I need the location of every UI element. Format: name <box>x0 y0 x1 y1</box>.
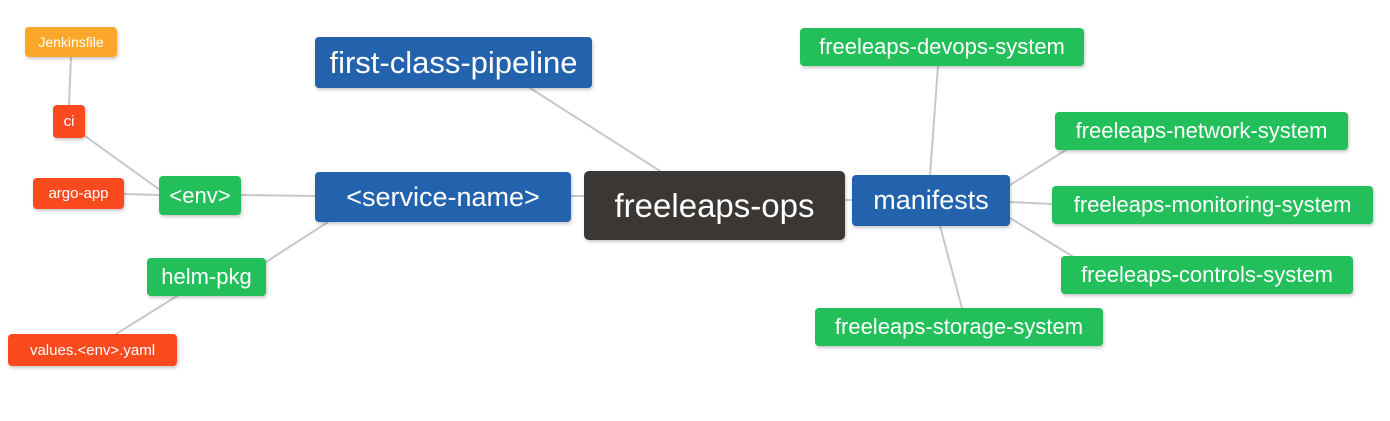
edge-manifests-to-freeleaps-devops-system <box>929 65 939 176</box>
node-freeleaps-ops[interactable]: freeleaps-ops <box>584 171 845 240</box>
node-manifests[interactable]: manifests <box>852 175 1010 226</box>
edge-manifests-to-freeleaps-storage-system <box>939 225 963 309</box>
node-label: freeleaps-monitoring-system <box>1073 192 1352 217</box>
node-label: freeleaps-ops <box>614 187 815 224</box>
node-label: freeleaps-devops-system <box>819 34 1065 59</box>
node-label: freeleaps-network-system <box>1075 118 1328 143</box>
node-label: argo-app <box>48 185 109 202</box>
node-label: ci <box>63 113 75 130</box>
node-label: Jenkinsfile <box>38 34 104 50</box>
node-env[interactable]: <env> <box>159 176 241 215</box>
node-label: <env> <box>169 182 231 208</box>
node-label: <service-name> <box>346 181 540 212</box>
node-service-name[interactable]: <service-name> <box>315 172 571 222</box>
node-label: freeleaps-storage-system <box>834 314 1084 339</box>
node-label: manifests <box>873 185 989 215</box>
edge-manifests-to-freeleaps-network-system <box>1009 149 1067 186</box>
edge-jenkinsfile-to-ci <box>68 56 72 106</box>
node-label: helm-pkg <box>161 264 252 289</box>
edge-argo-app-to-env <box>123 193 160 196</box>
edge-helm-pkg-to-service-name <box>265 221 329 263</box>
edge-env-to-service-name <box>240 194 316 197</box>
node-ci[interactable]: ci <box>53 105 85 138</box>
node-label: values.<env>.yaml <box>29 341 156 359</box>
node-freeleaps-network-system[interactable]: freeleaps-network-system <box>1055 112 1348 150</box>
node-label: first-class-pipeline <box>329 45 578 80</box>
node-values-yaml[interactable]: values.<env>.yaml <box>8 334 177 366</box>
node-first-class-pipeline[interactable]: first-class-pipeline <box>315 37 592 88</box>
node-freeleaps-storage-system[interactable]: freeleaps-storage-system <box>815 308 1103 346</box>
edge-manifests-to-freeleaps-monitoring-system <box>1009 201 1053 205</box>
node-freeleaps-controls-system[interactable]: freeleaps-controls-system <box>1061 256 1353 294</box>
node-jenkinsfile[interactable]: Jenkinsfile <box>25 27 117 57</box>
node-freeleaps-devops-system[interactable]: freeleaps-devops-system <box>800 28 1084 66</box>
node-argo-app[interactable]: argo-app <box>33 178 124 209</box>
node-freeleaps-monitoring-system[interactable]: freeleaps-monitoring-system <box>1052 186 1373 224</box>
edge-values-yaml-to-helm-pkg <box>115 295 178 335</box>
node-label: freeleaps-controls-system <box>1081 262 1333 287</box>
node-helm-pkg[interactable]: helm-pkg <box>147 258 266 296</box>
edge-first-class-pipeline-to-freeleaps-ops <box>529 87 661 172</box>
